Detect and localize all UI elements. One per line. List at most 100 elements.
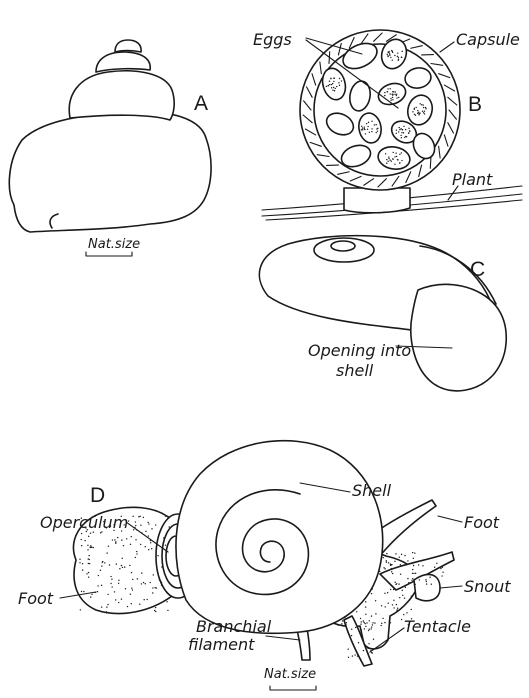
body-stipple-dot [124, 566, 125, 567]
operculum-label: Operculum [40, 513, 128, 532]
body-stipple-dot [412, 569, 413, 570]
body-stipple-dot [86, 573, 87, 574]
egg-stipple-dot [335, 88, 336, 89]
body-stipple-dot [147, 522, 148, 523]
body-stipple-dot [136, 553, 137, 554]
body-stipple-dot [392, 604, 393, 605]
egg-stipple-dot [367, 129, 368, 130]
body-stipple-dot [352, 655, 353, 656]
body-stipple-dot [169, 526, 170, 527]
egg-stipple-dot [371, 128, 372, 129]
egg-stipple-dot [412, 111, 413, 112]
egg-stipple-dot [334, 90, 335, 91]
body-stipple-dot [143, 582, 144, 583]
body-stipple-dot [367, 648, 368, 649]
egg-stipple-dot [396, 133, 397, 134]
body-stipple-dot [360, 618, 361, 619]
body-stipple-dot [361, 629, 362, 630]
egg-stipple-dot [401, 160, 402, 161]
egg-stipple-dot [408, 128, 409, 129]
egg-stipple-dot [333, 78, 334, 79]
body-stipple-dot [394, 561, 395, 562]
egg-stipple-dot [331, 84, 332, 85]
body-stipple-dot [155, 524, 156, 525]
egg-stipple-dot [394, 156, 395, 157]
egg-stipple-dot [396, 95, 397, 96]
egg-stipple-dot [332, 90, 333, 91]
egg-stipple-dot [399, 162, 400, 163]
body-stipple-dot [371, 628, 372, 629]
body-stipple-dot [106, 611, 107, 612]
body-stipple-dot [81, 545, 82, 546]
egg-stipple-dot [396, 130, 397, 131]
body-stipple-dot [393, 607, 394, 608]
egg-stipple-dot [422, 111, 423, 112]
body-stipple-dot [402, 595, 403, 596]
panel-a-scale-bar [86, 252, 132, 256]
body-stipple-dot [415, 573, 416, 574]
capsule-stalk [344, 188, 410, 213]
body-stipple-dot [101, 565, 102, 566]
body-stipple-dot [368, 630, 369, 631]
body-stipple-dot [81, 539, 82, 540]
body-stipple-dot [132, 579, 133, 580]
body-stipple-dot [364, 628, 365, 629]
body-stipple-dot [385, 606, 386, 607]
panel-b-letter: B [468, 93, 482, 116]
body-stipple-dot [414, 552, 415, 553]
body-stipple-dot [82, 569, 83, 570]
egg-stipple-dot [396, 93, 397, 94]
body-stipple-dot [368, 643, 369, 644]
body-stipple-dot [145, 546, 146, 547]
body-stipple-dot [115, 541, 116, 542]
body-stipple-dot [418, 564, 419, 565]
body-stipple-dot [114, 591, 115, 592]
egg-stipple-dot [331, 87, 332, 88]
body-stipple-dot [403, 614, 404, 615]
egg-stipple-dot [376, 128, 377, 129]
body-stipple-dot [425, 574, 426, 575]
body-stipple-dot [166, 599, 167, 600]
body-stipple-dot [131, 572, 132, 573]
body-stipple-dot [401, 619, 402, 620]
body-stipple-dot [360, 623, 361, 624]
snout-label: Snout [464, 577, 511, 596]
body-stipple-dot [157, 555, 158, 556]
body-stipple-dot [407, 560, 408, 561]
egg-stipple-dot [387, 161, 388, 162]
body-stipple-dot [88, 576, 89, 577]
body-stipple-dot [423, 559, 424, 560]
body-stipple-dot [386, 561, 387, 562]
body-stipple-dot [371, 626, 372, 627]
body-stipple-dot [130, 594, 131, 595]
body-stipple-dot [426, 581, 427, 582]
capsule-leader [440, 42, 454, 52]
body-stipple-dot [360, 658, 361, 659]
body-stipple-dot [114, 539, 115, 540]
body-stipple-dot [397, 607, 398, 608]
body-stipple-dot [91, 594, 92, 595]
egg-stipple-dot [387, 54, 388, 55]
body-stipple-dot [131, 603, 132, 604]
body-stipple-dot [88, 555, 89, 556]
body-stipple-dot [441, 566, 442, 567]
body-stipple-dot [440, 568, 441, 569]
egg-stipple-dot [419, 112, 420, 113]
body-stipple-dot [357, 655, 358, 656]
egg-stipple-dot [388, 158, 389, 159]
egg-stipple-dot [400, 128, 401, 129]
egg-stipple-dot [339, 85, 340, 86]
body-stipple-dot [404, 597, 405, 598]
egg-stipple-dot [388, 156, 389, 157]
body-stipple-dot [383, 557, 384, 558]
foot-right-leader [438, 516, 462, 522]
body-stipple-dot [137, 578, 138, 579]
body-stipple-dot [342, 620, 343, 621]
body-stipple-dot [365, 606, 366, 607]
body-stipple-dot [163, 537, 164, 538]
body-stipple-dot [367, 653, 368, 654]
egg-stipple-dot [401, 57, 402, 58]
body-stipple-dot [401, 554, 402, 555]
body-stipple-dot [364, 623, 365, 624]
opening-label-line2: shell [336, 361, 374, 380]
